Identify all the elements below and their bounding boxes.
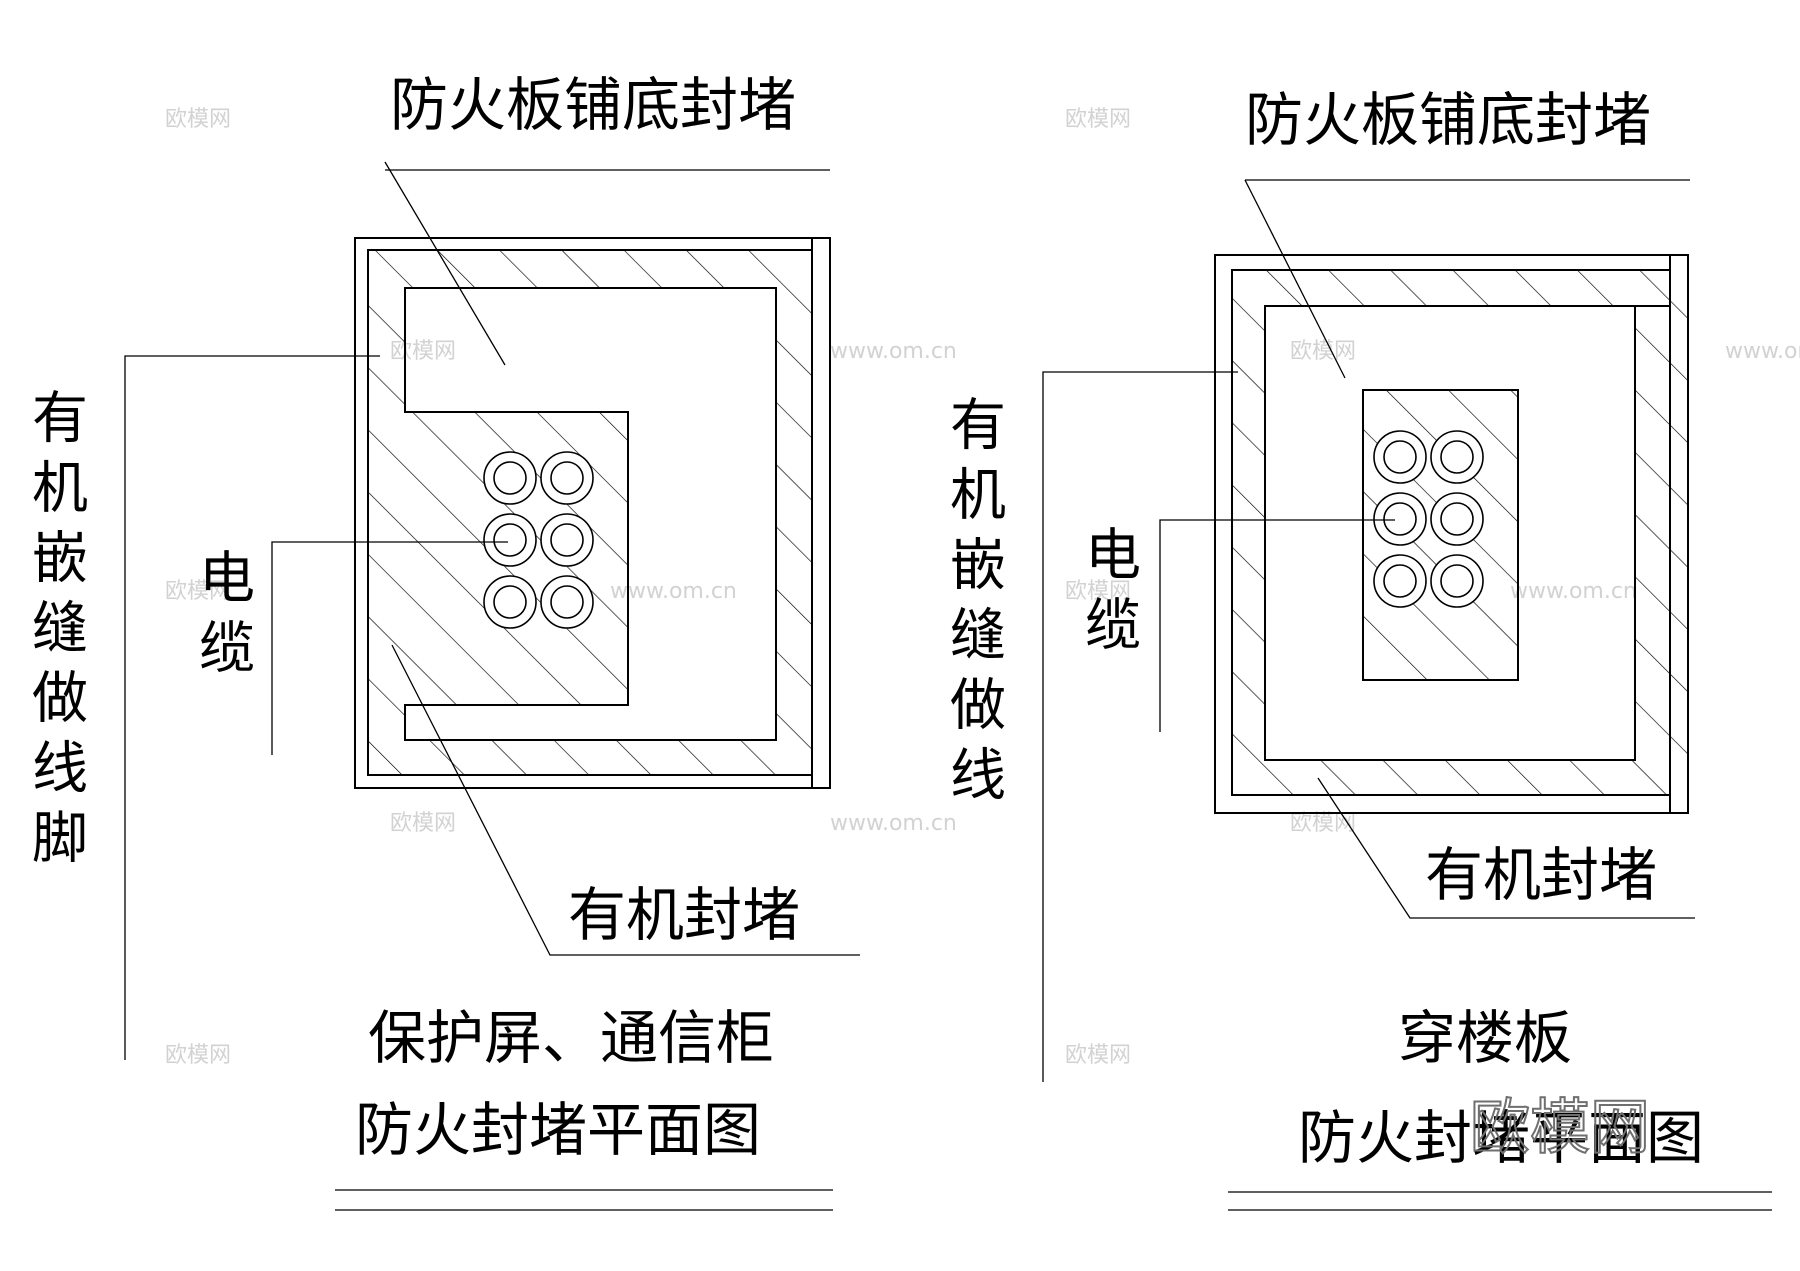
cable-icon (483, 575, 537, 629)
left-side-label: 有机嵌缝做线脚 (23, 388, 88, 878)
cable-icon (1430, 430, 1484, 484)
leader-line (1159, 519, 1395, 732)
watermark: 欧模网 (1290, 339, 1356, 364)
right-cable-label: 电缆 (1076, 525, 1141, 665)
leader-line (1317, 777, 1695, 919)
cable-icon (1373, 554, 1427, 608)
cable-ring (493, 585, 527, 619)
right-title-line1: 穿楼板 (1398, 1004, 1572, 1072)
cable-ring (550, 461, 584, 495)
left-cables (483, 451, 594, 629)
watermark: www.om.cn (1725, 339, 1800, 364)
left-top-label: 防火板铺底封堵 (390, 71, 796, 139)
watermark: 欧模网 (1290, 811, 1356, 836)
cable-ring (1440, 440, 1474, 474)
cable-ring (1383, 502, 1417, 536)
watermark: www.om.cn (1510, 579, 1637, 604)
left-cable-label: 电缆 (190, 548, 255, 688)
left-bottom-label: 有机封堵 (568, 881, 800, 949)
right-leaders (1042, 179, 1772, 1211)
cable-ring (1440, 502, 1474, 536)
right-top-label: 防火板铺底封堵 (1245, 86, 1651, 154)
cable-icon (1373, 492, 1427, 546)
frame-outer (1214, 254, 1689, 814)
right-side-label: 有机嵌缝做线 (941, 395, 1006, 815)
left-title-line2: 防火封堵平面图 (355, 1096, 761, 1164)
cable-ring (493, 461, 527, 495)
watermark: 欧模网 (1065, 107, 1131, 132)
cable-icon (483, 451, 537, 505)
cable-ring (550, 523, 584, 557)
left-drawing (354, 237, 831, 789)
cable-ring (1383, 440, 1417, 474)
leader-line (124, 355, 380, 1060)
watermark-logo: 欧模网 (1470, 1093, 1650, 1163)
leader-line (384, 161, 506, 366)
watermark: www.om.cn (610, 579, 737, 604)
leader-line (1042, 371, 1238, 1082)
left-leaders (124, 161, 860, 1211)
cable-icon (483, 513, 537, 567)
leader-line (1244, 179, 1346, 379)
cable-ring (1383, 564, 1417, 598)
watermark: 欧模网 (165, 107, 231, 132)
cable-icon (1430, 492, 1484, 546)
cable-ring (493, 523, 527, 557)
cable-icon (1430, 554, 1484, 608)
watermark: 欧模网 (165, 1043, 231, 1068)
watermark: www.om.cn (830, 811, 957, 836)
leader-line (391, 644, 860, 956)
watermark: 欧模网 (1065, 579, 1131, 604)
watermark: 欧模网 (165, 579, 231, 604)
fireproof-board (404, 287, 777, 741)
watermark-layer: 欧模网 欧模网 欧模网 欧模网 www.om.cn www.om.cn 欧模网 … (165, 107, 1800, 1068)
organic-sealant-hatch (368, 250, 812, 775)
cable-icon (1373, 430, 1427, 484)
watermark: 欧模网 (390, 811, 456, 836)
organic-sealant-hatch (1232, 270, 1688, 795)
cable-icon (540, 451, 594, 505)
frame-outer (354, 237, 831, 789)
watermark: www.om.cn (830, 339, 957, 364)
right-bottom-label: 有机封堵 (1425, 841, 1657, 909)
cable-icon (540, 575, 594, 629)
right-title-line2: 防火封堵平面图 (1298, 1104, 1704, 1172)
right-cables (1373, 430, 1484, 608)
leader-line (271, 541, 508, 755)
fireproof-board (1264, 305, 1636, 761)
cable-icon (540, 513, 594, 567)
cable-ring (550, 585, 584, 619)
left-title-line1: 保护屏、通信柜 (368, 1004, 774, 1072)
cable-ring (1440, 564, 1474, 598)
watermark: 欧模网 (1065, 1043, 1131, 1068)
